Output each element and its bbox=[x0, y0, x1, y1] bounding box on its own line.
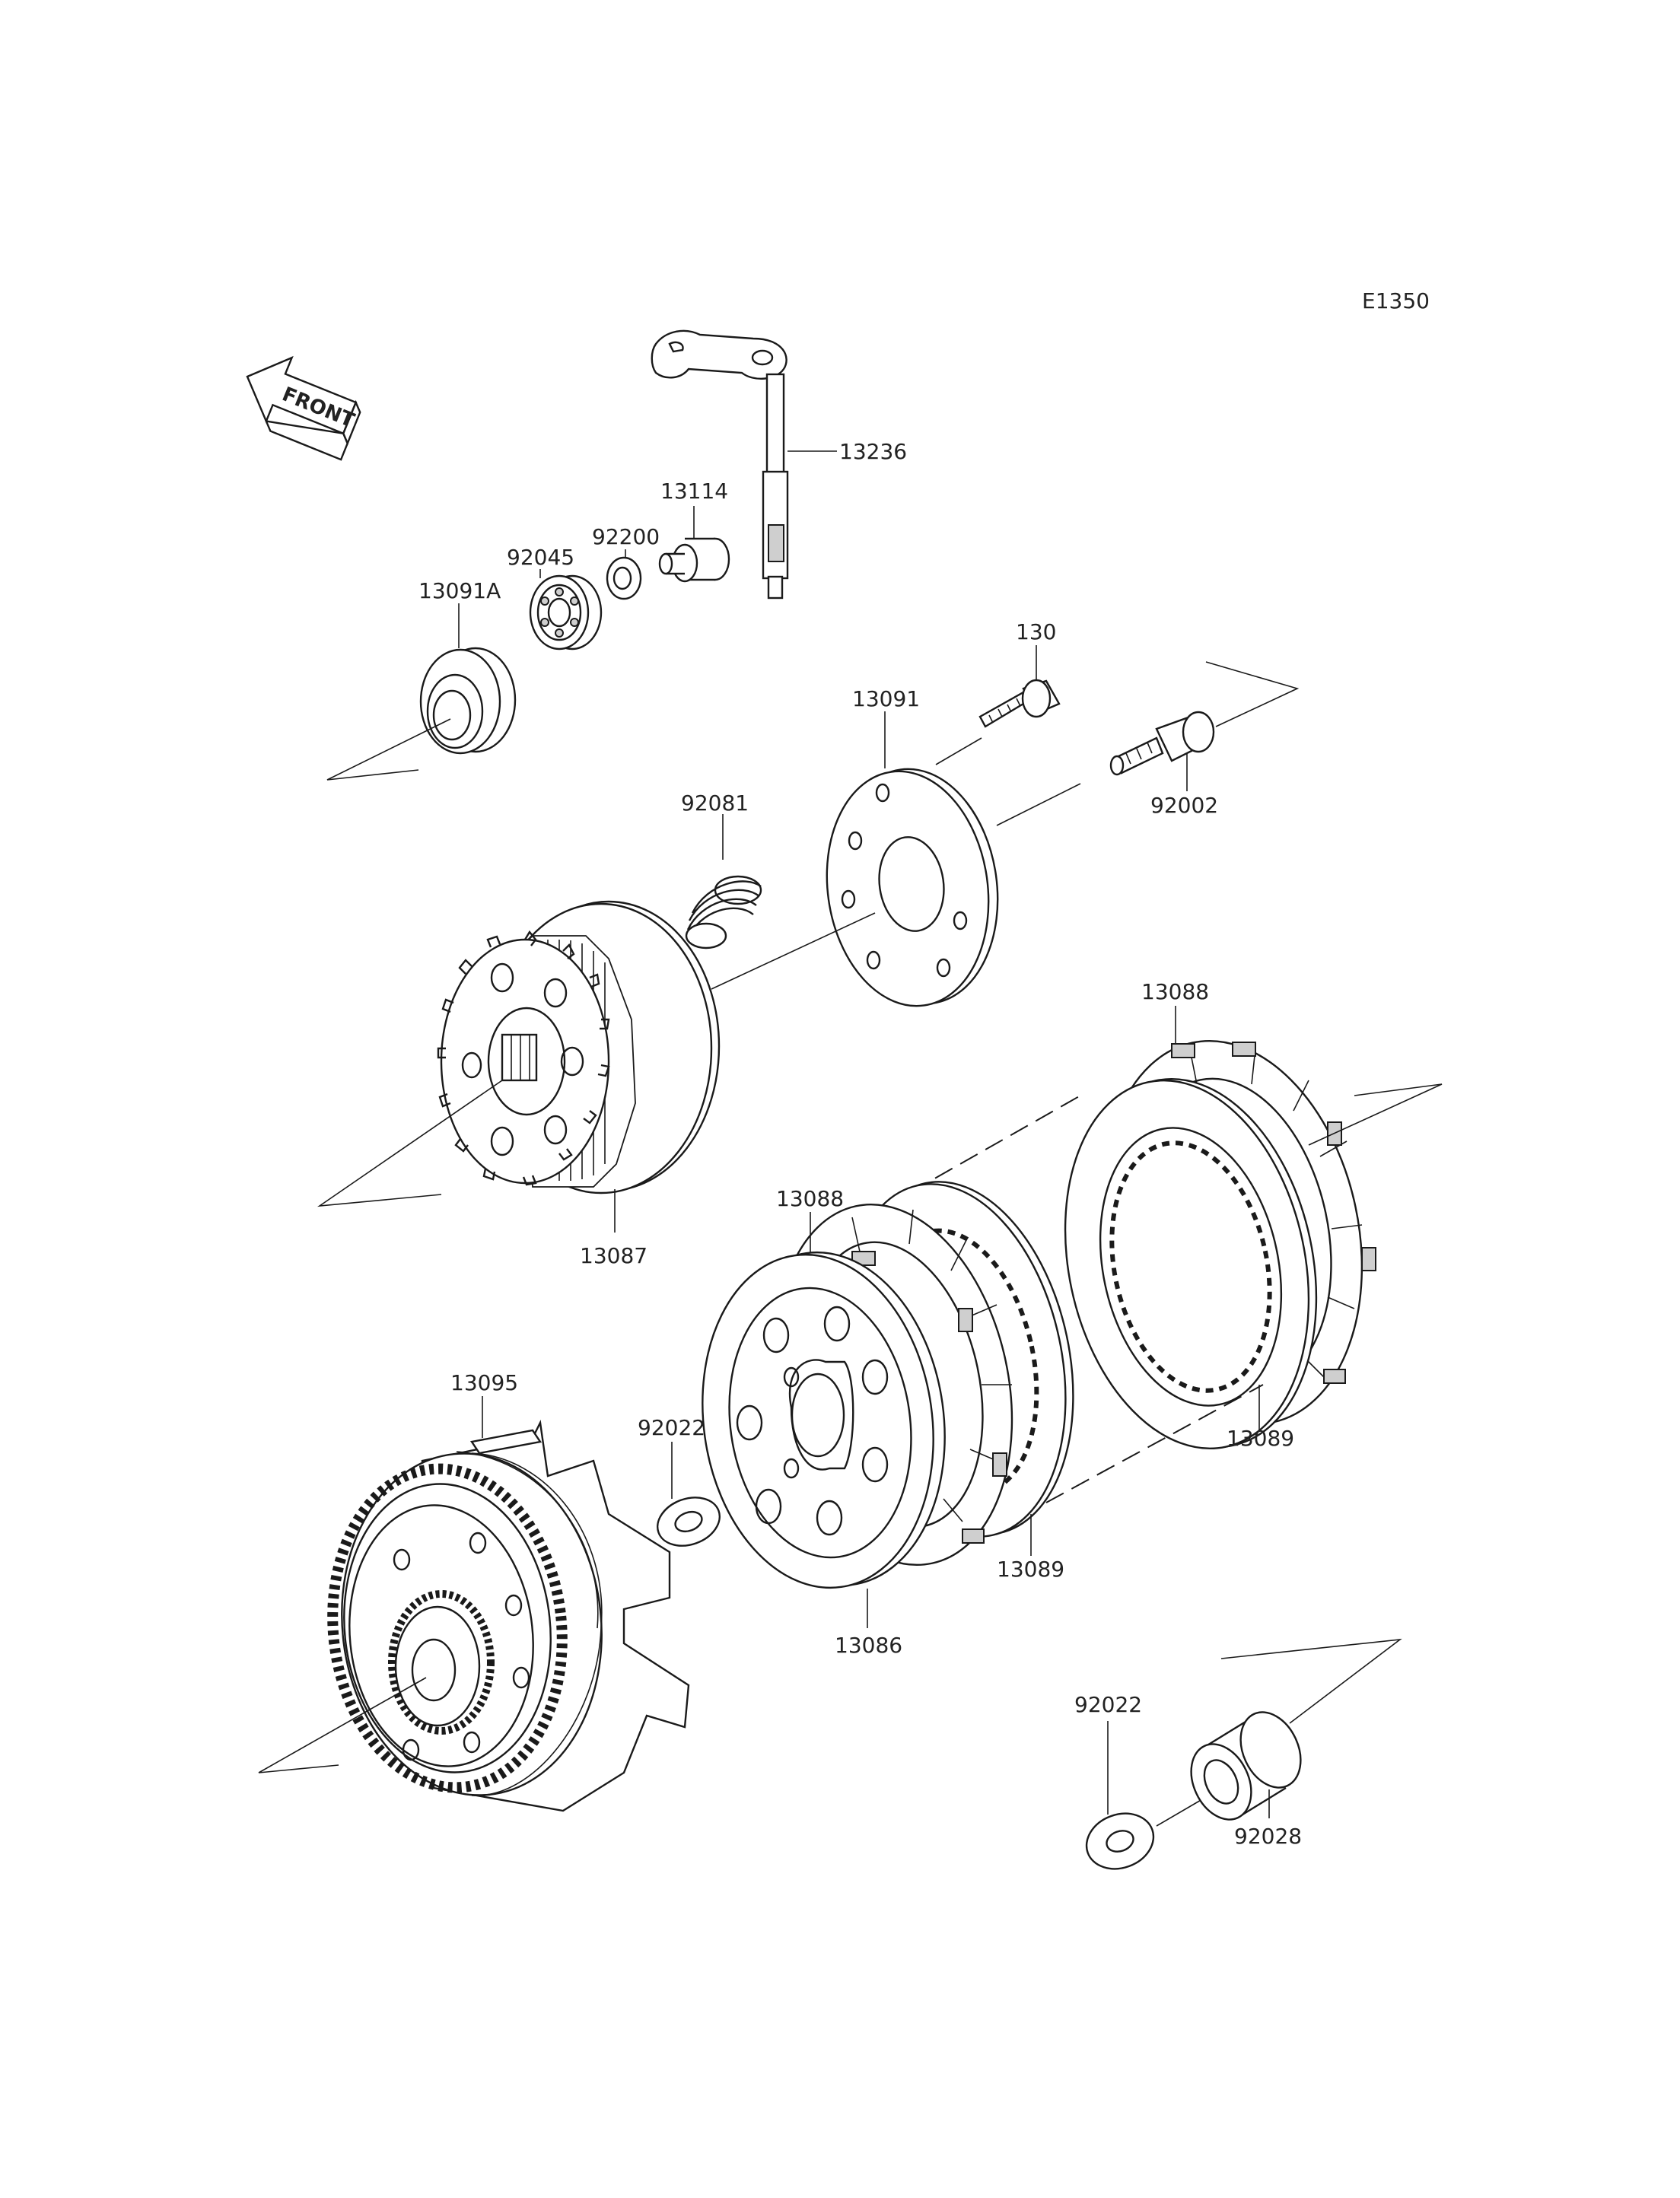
steel-plate-right bbox=[1064, 1077, 1318, 1450]
flange-bolt bbox=[1109, 711, 1215, 776]
part-label-130: 130 bbox=[1016, 619, 1056, 644]
clutch-pusher bbox=[658, 537, 730, 583]
part-label-13089-right: 13089 bbox=[1227, 1426, 1294, 1451]
clutch-hub bbox=[437, 900, 721, 1194]
part-label-13089-mid: 13089 bbox=[997, 1557, 1064, 1582]
part-label-13091A: 13091A bbox=[418, 578, 501, 603]
part-label-13088-mid: 13088 bbox=[776, 1186, 844, 1211]
front-arrow-icon: FRONT bbox=[246, 355, 361, 461]
release-shaft bbox=[651, 329, 789, 600]
part-label-92081: 92081 bbox=[681, 790, 749, 816]
diagram-code: E1350 bbox=[1362, 288, 1430, 313]
clutch-spring bbox=[685, 875, 762, 949]
part-label-92200: 92200 bbox=[592, 524, 660, 549]
clutch-boss bbox=[702, 1251, 946, 1589]
part-label-13114: 13114 bbox=[660, 479, 728, 504]
part-label-92022-left: 92022 bbox=[638, 1415, 705, 1440]
collar bbox=[1190, 1711, 1302, 1821]
ball-bearing bbox=[529, 574, 603, 650]
bearing-washer bbox=[606, 556, 642, 600]
part-label-92002: 92002 bbox=[1150, 793, 1218, 818]
part-label-13095: 13095 bbox=[450, 1370, 518, 1395]
part-label-13236: 13236 bbox=[839, 439, 907, 464]
part-label-13086: 13086 bbox=[835, 1633, 902, 1658]
bolt bbox=[978, 679, 1061, 728]
clutch-housing bbox=[327, 1420, 690, 1812]
part-label-13091: 13091 bbox=[852, 686, 920, 711]
bearing-holder bbox=[419, 647, 517, 755]
part-label-92022-right: 92022 bbox=[1074, 1692, 1142, 1717]
thrust-washer-right bbox=[1085, 1812, 1155, 1870]
part-label-13087: 13087 bbox=[580, 1243, 648, 1268]
thrust-washer-left bbox=[657, 1497, 721, 1547]
pressure-plate bbox=[826, 768, 999, 1007]
part-label-92028: 92028 bbox=[1234, 1824, 1302, 1849]
part-label-92045: 92045 bbox=[507, 545, 574, 570]
housing-gear-teeth bbox=[327, 1463, 568, 1793]
part-label-13088-top: 13088 bbox=[1141, 979, 1209, 1004]
